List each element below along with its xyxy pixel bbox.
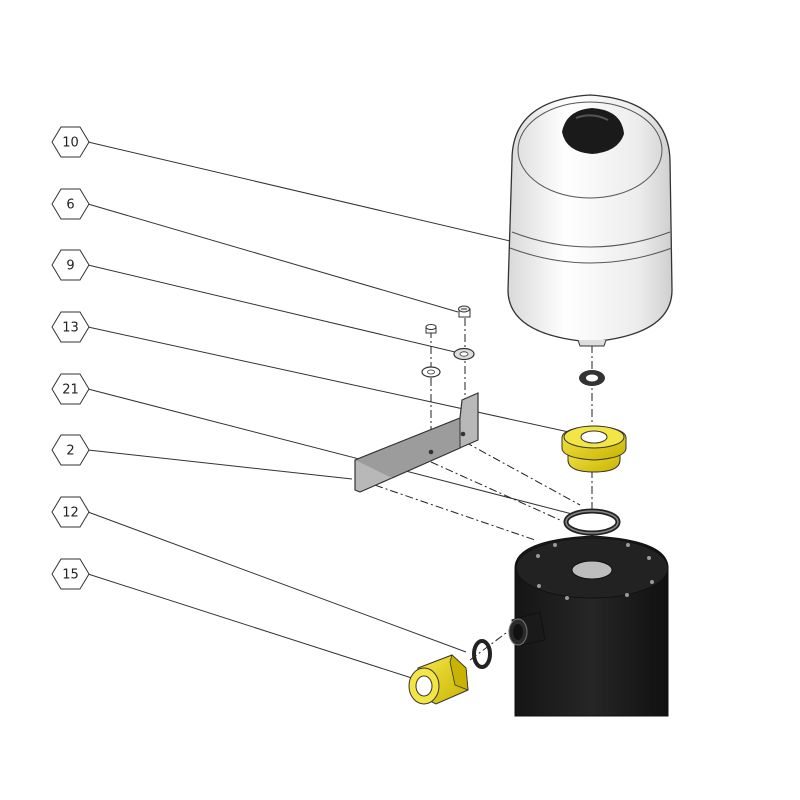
svg-text:6: 6: [66, 198, 74, 213]
callout-2: 2: [51, 434, 90, 466]
callout-9: 9: [51, 249, 90, 281]
callout-15: 15: [51, 558, 90, 590]
svg-text:13: 13: [62, 321, 79, 336]
svg-text:9: 9: [66, 259, 74, 274]
tank-cap: [562, 108, 624, 154]
callout-21: 21: [51, 373, 90, 405]
leader-lines: [87, 141, 579, 681]
leader-line-21: [87, 388, 577, 516]
svg-text:10: 10: [62, 136, 79, 151]
leader-line-2: [87, 449, 353, 480]
svg-text:21: 21: [62, 383, 79, 398]
brass-bushing: [561, 425, 627, 473]
mounting-bracket: [354, 392, 479, 493]
brass-union-nut: [408, 654, 469, 705]
gasket-ring: [472, 639, 492, 669]
callout-10: 10: [51, 126, 90, 158]
svg-text:15: 15: [62, 568, 79, 583]
callouts: 10 6 9 13 21 2 12 15: [51, 126, 90, 590]
screws: [425, 305, 471, 334]
tank-washer: [579, 370, 605, 386]
washers: [421, 347, 475, 378]
leader-line-6: [87, 203, 459, 313]
svg-text:12: 12: [62, 506, 79, 521]
callout-6: 6: [51, 188, 90, 220]
expansion-tank: [507, 94, 673, 347]
boiler-body: [508, 535, 669, 717]
callout-12: 12: [51, 496, 90, 528]
o-ring: [563, 508, 621, 536]
leader-line-15: [87, 573, 419, 681]
leader-line-9: [87, 264, 456, 353]
leader-line-12: [87, 511, 467, 653]
leader-line-13: [87, 326, 579, 435]
callout-13: 13: [51, 311, 90, 343]
leader-line-10: [87, 141, 541, 249]
svg-text:2: 2: [66, 444, 74, 459]
